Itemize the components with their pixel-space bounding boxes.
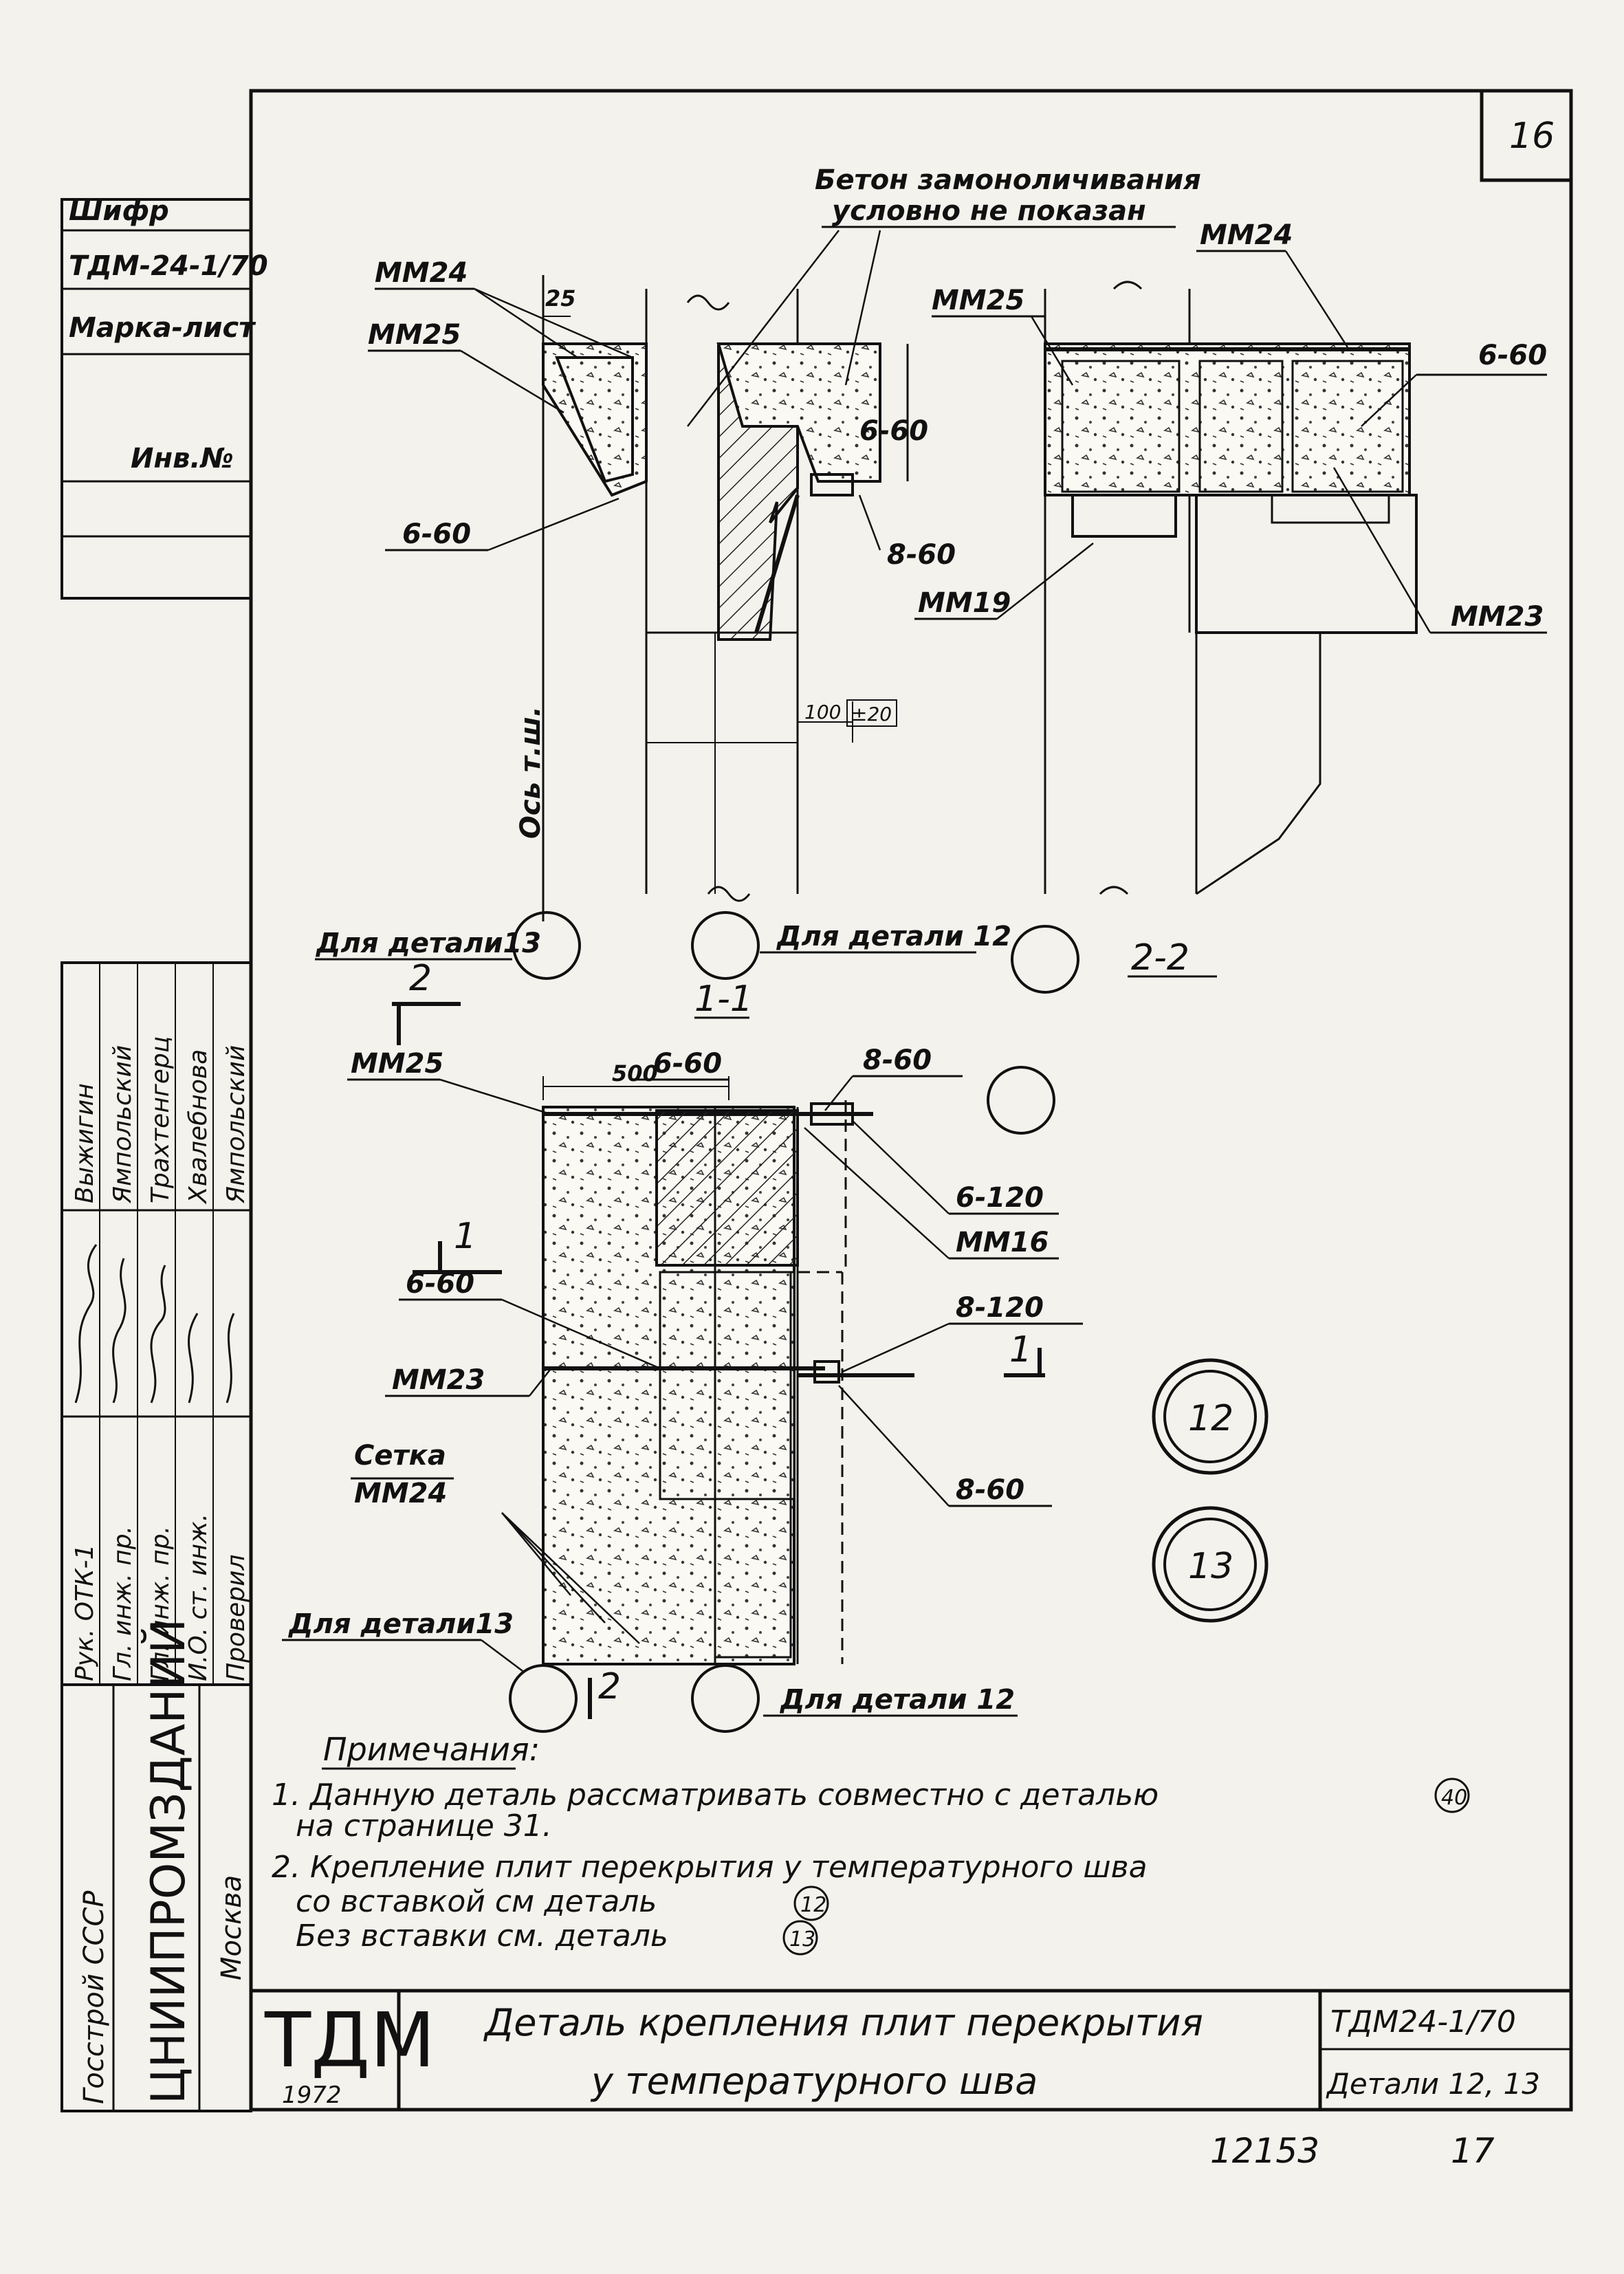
slab-left xyxy=(542,342,648,497)
label-660-b: 6-60 xyxy=(859,415,928,447)
label-for-detail13-top: Для детали13 xyxy=(315,928,541,959)
label-mm24-top: ММ24 xyxy=(375,257,468,289)
name-5: Ямпольский xyxy=(222,1045,250,1204)
slab-right xyxy=(716,342,881,483)
note-1b: на странице 31. xyxy=(296,1808,552,1844)
role-2: Гл. инж. пр. xyxy=(109,1526,137,1681)
label-6120-plan: 6-120 xyxy=(956,1182,1044,1214)
label-mm23-plan: ММ23 xyxy=(392,1364,485,1396)
label-mm24-right: ММ24 xyxy=(1200,219,1293,251)
label-mm25-top: ММ25 xyxy=(368,319,461,351)
axis-label: Ось т.ш. xyxy=(515,706,547,839)
role-column: Рук. ОТК-1 Гл. инж. пр. Гл. инж. пр. И.О… xyxy=(71,1513,250,1681)
note-2-ref: 12 xyxy=(800,1893,826,1917)
name-column: Выжигин Ямпольский Трахтенгерц Хвалебнов… xyxy=(71,1036,250,1205)
note-1a: 1. Данную деталь рассматривать совместно… xyxy=(272,1778,1159,1813)
cut-mark-2-bottom: 2 xyxy=(598,1666,621,1707)
section-22-title: 2-2 xyxy=(1131,937,1189,979)
detail-marker-12: 12 xyxy=(1152,1358,1269,1475)
detail-13-number: 13 xyxy=(1188,1546,1233,1587)
role-5: Проверил xyxy=(222,1554,250,1681)
label-for-detail13-bottom: Для детали13 xyxy=(287,1608,514,1640)
role-1: Рук. ОТК-1 xyxy=(71,1544,99,1681)
notes-block: Примечания: 1. Данную деталь рассматрива… xyxy=(272,1731,1470,1956)
cut-mark-2-top: 2 xyxy=(409,958,432,999)
sheet-number: 16 xyxy=(1509,116,1555,157)
role-4: И.О. ст. инж. xyxy=(184,1513,212,1681)
title-block: ТДМ 1972 Деталь крепления плит перекрыти… xyxy=(251,1989,1571,2110)
label-mm25-plan: ММ25 xyxy=(351,1048,443,1080)
mark-sheet-label: Марка-лист xyxy=(69,312,256,344)
notes-heading: Примечания: xyxy=(323,1731,540,1768)
cut-mark-1-right: 1 xyxy=(1009,1329,1032,1370)
org-gosstroy: Госстрой СССР xyxy=(78,1890,110,2104)
section-2-2 xyxy=(1044,281,1418,895)
cut-mark-1-left: 1 xyxy=(454,1216,476,1257)
label-mm23-right: ММ23 xyxy=(1451,601,1544,633)
label-660-a: 6-60 xyxy=(402,518,471,550)
detail-circle-3 xyxy=(1011,925,1079,994)
org-block xyxy=(61,1683,252,2112)
dim-500: 500 xyxy=(612,1060,658,1086)
top-note-1: Бетон замоноличивания xyxy=(815,164,1201,196)
label-setka: Сетка xyxy=(354,1440,446,1472)
detail-circle-1 xyxy=(512,911,581,980)
label-860-plan-top: 8-60 xyxy=(863,1045,932,1076)
left-strip-top xyxy=(61,198,252,600)
name-4: Хвалебнова xyxy=(184,1049,212,1205)
inv-no-label: Инв.№ xyxy=(131,443,234,474)
dim-100: 100 xyxy=(804,701,841,723)
detail-circle-5 xyxy=(509,1664,578,1733)
detail-marker-13: 13 xyxy=(1152,1506,1269,1623)
label-mm16: ММ16 xyxy=(956,1227,1049,1258)
title-details: Детали 12, 13 xyxy=(1326,2067,1540,2101)
label-for-detail12-bottom: Для детали 12 xyxy=(779,1684,1015,1716)
archive-number: 12153 xyxy=(1210,2131,1319,2171)
section-1-1: 25 100 ±20 Ось т.ш. xyxy=(515,275,909,921)
note-1-ref: 40 xyxy=(1441,1786,1467,1810)
section-11-title: 1-1 xyxy=(694,979,753,1020)
detail-circle-4 xyxy=(987,1066,1055,1135)
label-660-right: 6-60 xyxy=(1478,340,1547,371)
label-8120-plan: 8-120 xyxy=(956,1292,1044,1324)
sheet-number-box xyxy=(1480,89,1573,182)
title-year: 1972 xyxy=(282,2081,342,2109)
note-2c: Без вставки см. деталь xyxy=(296,1918,668,1954)
detail-circle-2 xyxy=(691,911,760,980)
label-mm19: ММ19 xyxy=(918,587,1011,619)
detail-circle-6 xyxy=(691,1664,760,1733)
title-line-2: у температурного шва xyxy=(590,2059,1038,2103)
title-line-1: Деталь крепления плит перекрытия xyxy=(483,2001,1203,2044)
org-cniipromzdaniy: ЦНИИПРОМЗДАНИЙ xyxy=(141,1619,196,2104)
label-860-top: 8-60 xyxy=(887,539,956,571)
dim-25: 25 xyxy=(545,285,576,311)
name-3: Трахтенгерц xyxy=(146,1036,175,1203)
title-code: ТДМ24-1/70 xyxy=(1330,2004,1516,2040)
plan-insert-hatched xyxy=(655,1109,799,1267)
label-860-plan-bottom: 8-60 xyxy=(956,1474,1024,1506)
footer-page-number: 17 xyxy=(1451,2131,1495,2171)
plan-view: 500 xyxy=(501,1060,914,1665)
cipher-value: ТДМ-24-1/70 xyxy=(69,250,268,282)
label-660-plan: 6-60 xyxy=(653,1048,722,1080)
name-1: Выжигин xyxy=(71,1083,99,1203)
dim-20: ±20 xyxy=(851,703,892,725)
note-2a: 2. Крепление плит перекрытия у температу… xyxy=(272,1850,1148,1885)
name-2: Ямпольский xyxy=(109,1045,137,1204)
logo-tdm: ТДМ xyxy=(264,1996,435,2084)
note-2-ref2: 13 xyxy=(789,1927,815,1952)
label-for-detail12-top: Для детали 12 xyxy=(776,921,1011,952)
detail-12-number: 12 xyxy=(1188,1398,1233,1439)
slab-2-2 xyxy=(1044,342,1411,496)
role-3: Гл. инж. пр. xyxy=(146,1526,175,1681)
org-moscow: Москва xyxy=(216,1875,248,1980)
cipher-label: Шифр xyxy=(69,195,169,227)
top-note-2: условно не показан xyxy=(832,195,1146,227)
label-mm24-plan: ММ24 xyxy=(354,1478,447,1509)
note-2b: со вставкой см деталь xyxy=(296,1884,657,1919)
label-mm25-right: ММ25 xyxy=(932,285,1024,316)
signatures xyxy=(74,1244,235,1403)
